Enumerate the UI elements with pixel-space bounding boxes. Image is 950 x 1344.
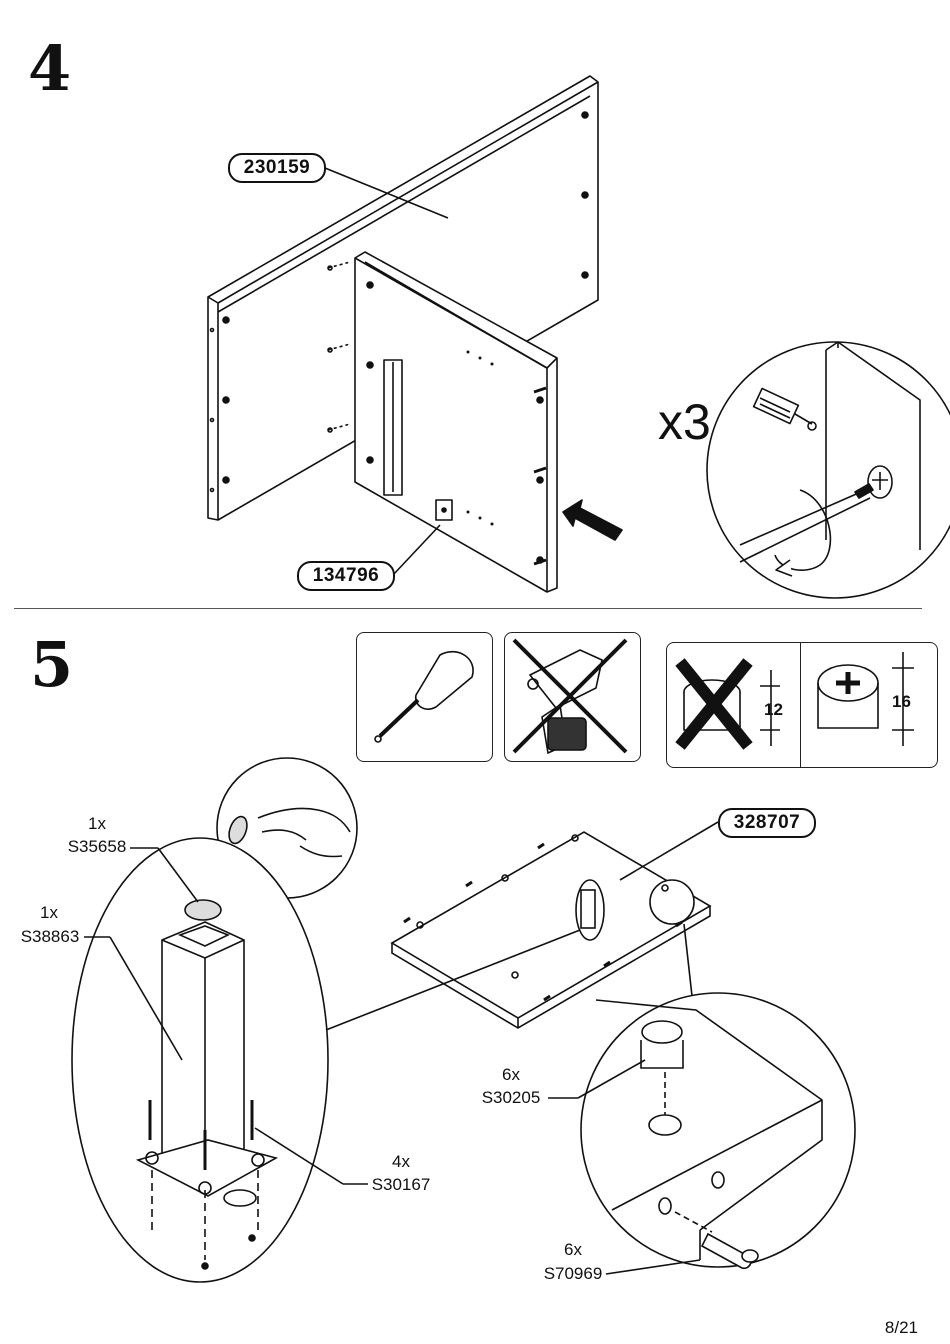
- step-5-number: 5: [30, 628, 74, 701]
- cam-correct-drawing: [817, 652, 914, 746]
- hardware-qty-s70969: 6x: [564, 1240, 582, 1259]
- hardware-code-s30205: S30205: [481, 1088, 541, 1107]
- part-label-134796: 134796: [297, 561, 395, 591]
- cam-size-box: [666, 642, 938, 768]
- tool-box-screwdriver: [356, 632, 493, 762]
- cam-size-box-divider: [800, 643, 801, 767]
- push-arrow: [562, 499, 623, 541]
- panel-328707-drawing: [390, 831, 712, 1029]
- cam-correct-size: 16: [892, 692, 911, 711]
- hardware-code-s30167: S30167: [371, 1175, 431, 1194]
- hardware-qty-s38863: 1x: [40, 903, 58, 922]
- hardware-qty-s30167: 4x: [392, 1152, 410, 1171]
- cam-forbidden-size: 12: [764, 700, 783, 719]
- cam-insert-detail: [580, 992, 856, 1270]
- hardware-code-s35658: S35658: [67, 837, 127, 856]
- leg-detail: [71, 837, 329, 1283]
- cam-tightening-detail: [706, 341, 950, 599]
- cam-wrong-drawing: [675, 658, 780, 750]
- screwdriver-drawing: [374, 650, 474, 743]
- multiplier-label: x3: [658, 394, 711, 450]
- part-label-328707: 328707: [718, 808, 816, 838]
- page-number: 8/21: [884, 1318, 918, 1337]
- part-label-230159: 230159: [228, 153, 326, 183]
- hardware-qty-s30205: 6x: [502, 1065, 520, 1084]
- step-divider: [14, 608, 922, 609]
- tool-box-no-drill: [504, 632, 641, 762]
- hardware-code-s70969: S70969: [543, 1264, 603, 1283]
- hardware-qty-s35658: 1x: [88, 814, 106, 833]
- step-4-number: 4: [28, 32, 72, 105]
- panel-134796-drawing: [327, 251, 558, 593]
- hardware-code-s38863: S38863: [20, 927, 80, 946]
- power-drill-drawing: [512, 638, 628, 755]
